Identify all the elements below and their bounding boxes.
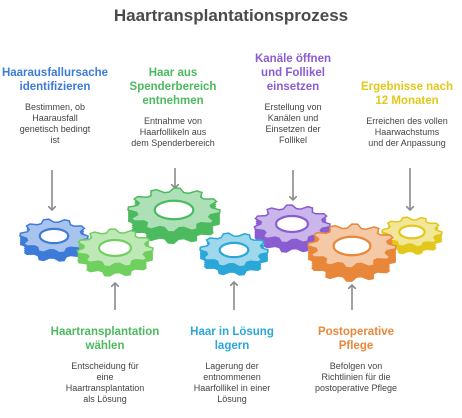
gear-green-big	[127, 187, 221, 244]
gear-lightgreen	[76, 228, 154, 277]
page-title: Haartransplantationsprozess	[113, 6, 349, 25]
gear-blue-hub	[38, 227, 70, 245]
step-store-hair: Haar in Lösung lagern Lagerung der entno…	[172, 325, 292, 405]
step-choose-transplant-description: Entscheidung für eine Haartransplantatio…	[65, 361, 145, 404]
step-choose-transplant-heading: Haartransplantation wählen	[50, 326, 160, 352]
step-results-description: Erreichen des vollen Haarwachstums und d…	[366, 116, 448, 148]
gear-orange-hub	[332, 235, 372, 257]
gear-yellow-hub	[398, 224, 426, 240]
step-open-channels-heading: Kanäle öffnen und Follikel einsetzen	[254, 53, 332, 93]
step-results: Ergebnisse nach 12 Monaten Erreichen des…	[352, 80, 462, 149]
step-open-channels-description: Erstellung von Kanälen und Einsetzen der…	[264, 102, 322, 145]
step-identify-cause: Haarausfallursache identifizieren Bestim…	[0, 66, 110, 146]
step-choose-transplant: Haartransplantation wählen Entscheidung …	[45, 325, 165, 405]
step-postop-care: Postoperative Pflege Befolgen von Richtl…	[296, 325, 416, 394]
gear-cyan	[199, 232, 269, 276]
step-postop-care-description: Befolgen von Richtlinien für die postope…	[314, 361, 398, 393]
step-identify-cause-heading: Haarausfallursache identifizieren	[1, 67, 109, 93]
step-results-heading: Ergebnisse nach 12 Monaten	[360, 81, 454, 107]
step-harvest-hair-heading: Haar aus Spenderbereich entnehmen	[129, 67, 217, 107]
step-store-hair-heading: Haar in Lösung lagern	[190, 326, 274, 352]
gear-orange	[307, 223, 397, 282]
gear-yellow	[381, 216, 443, 255]
gear-lightgreen-hub	[97, 238, 133, 258]
step-harvest-hair-description: Entnahme von Haarfollikeln aus dem Spend…	[131, 116, 215, 148]
step-identify-cause-description: Bestimmen, ob Haarausfall genetisch bedi…	[19, 102, 91, 145]
step-open-channels: Kanäle öffnen und Follikel einsetzen Ers…	[238, 52, 348, 146]
gear-purple-hub	[274, 214, 310, 234]
step-store-hair-description: Lagerung der entnommenen Haarfollikel in…	[193, 361, 271, 404]
step-postop-care-heading: Postoperative Pflege	[317, 326, 395, 352]
gear-blue	[19, 218, 89, 262]
gear-cyan-hub	[218, 241, 250, 259]
gear-green-big-hub	[153, 199, 195, 221]
step-harvest-hair: Haar aus Spenderbereich entnehmen Entnah…	[118, 66, 228, 149]
